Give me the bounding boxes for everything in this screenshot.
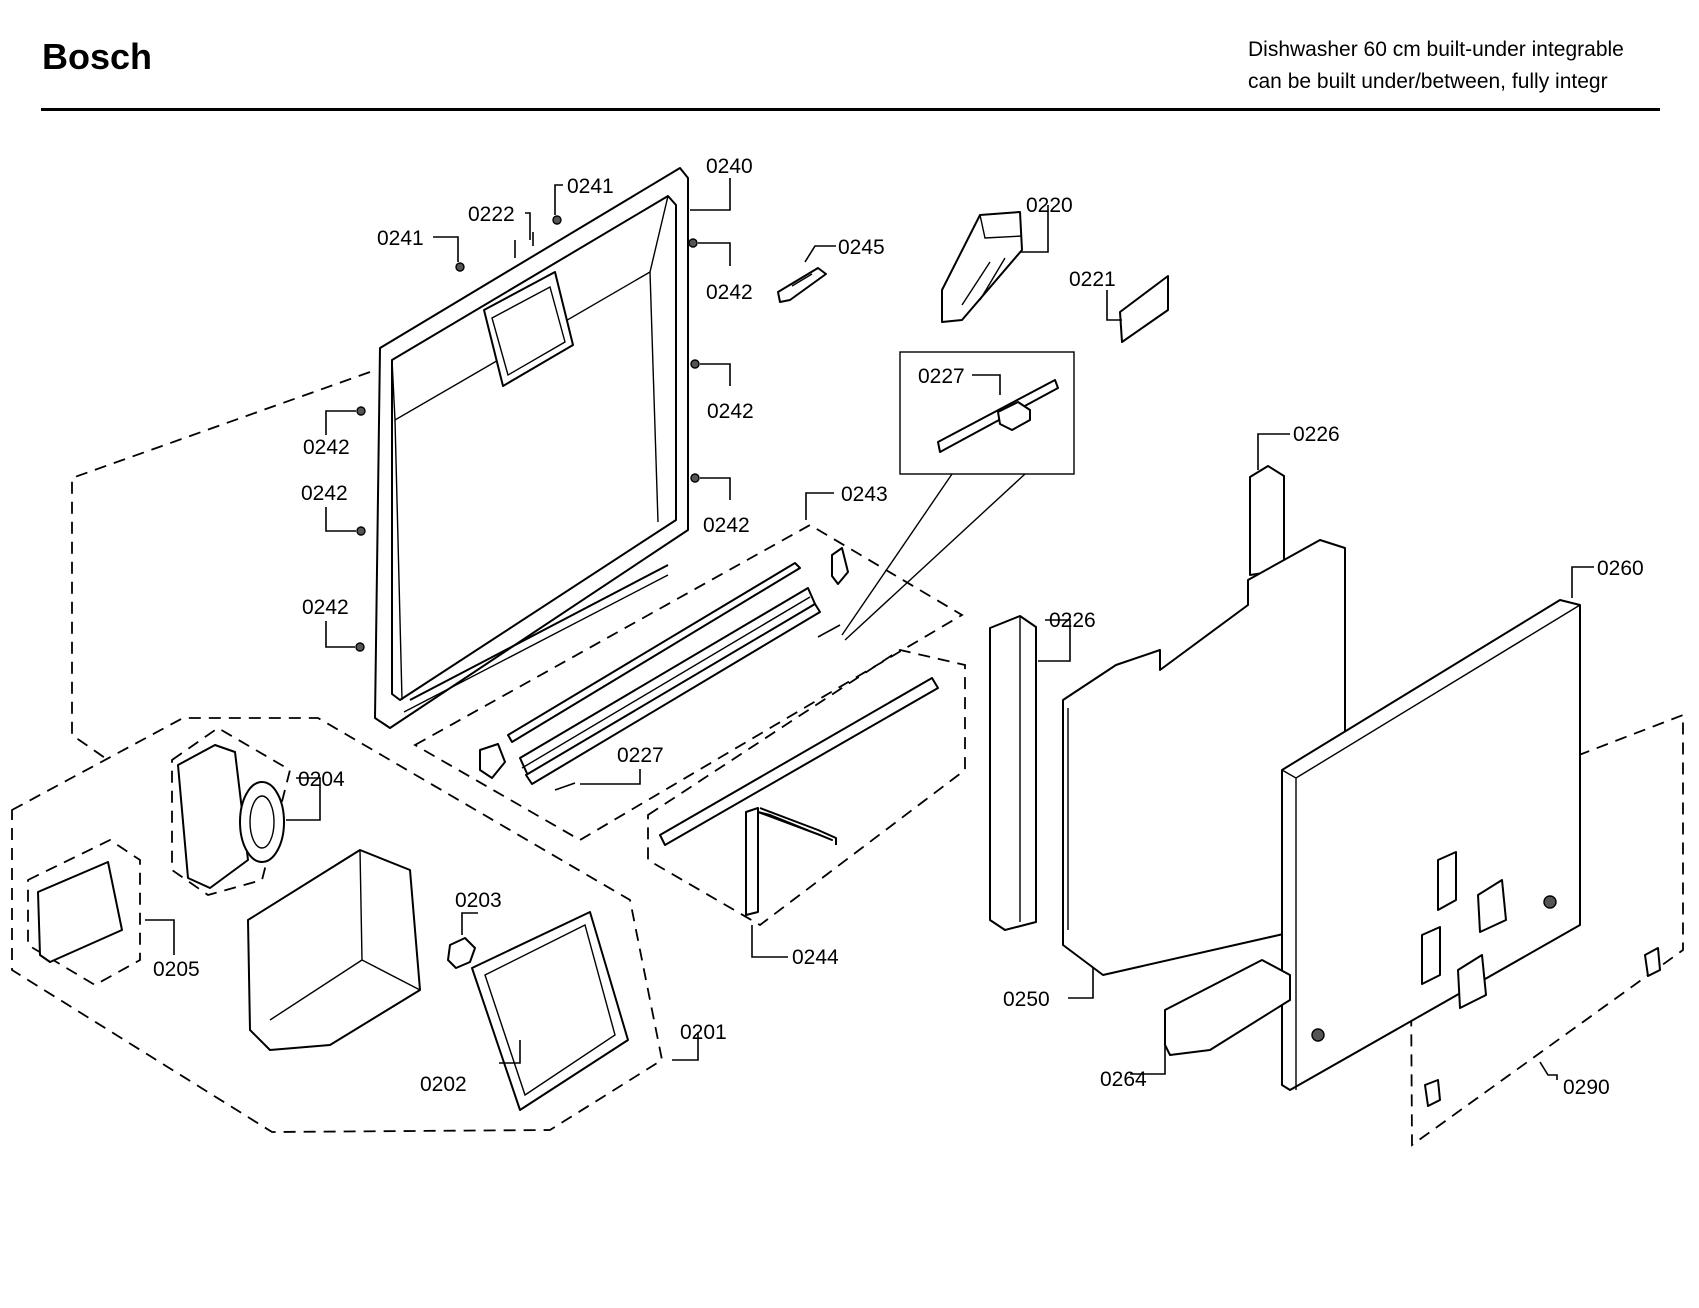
group-outlines	[11, 351, 1684, 1147]
callout-0204[interactable]: 0204	[298, 768, 345, 791]
brand-name: Bosch	[42, 36, 153, 77]
callout-0201[interactable]: 0201	[680, 1021, 727, 1044]
strip-group-0243	[413, 523, 964, 842]
part-0250-side-panel	[1062, 539, 1346, 976]
callout-0203[interactable]: 0203	[455, 889, 502, 912]
callout-0245[interactable]: 0245	[838, 236, 885, 259]
callout-0241-top[interactable]: 0241	[567, 175, 614, 198]
control-unit-parts	[37, 744, 629, 1111]
control-module	[247, 849, 421, 1051]
callout-0240[interactable]: 0240	[706, 155, 753, 178]
part-0221-label	[1119, 275, 1169, 343]
part-0260-front-panel	[1281, 599, 1581, 1091]
callout-0222[interactable]: 0222	[468, 203, 515, 226]
door-bottom-rail	[659, 677, 939, 916]
callout-0226-rear[interactable]: 0226	[1293, 423, 1340, 446]
callout-0227-detail[interactable]: 0227	[918, 365, 965, 388]
diagram-subtitle-line2: can be built under/between, fully integr	[1248, 70, 1608, 93]
callout-0264[interactable]: 0264	[1100, 1068, 1147, 1091]
callout-0221[interactable]: 0221	[1069, 268, 1116, 291]
callout-0242-l2[interactable]: 0242	[301, 482, 348, 505]
part-0205-panel	[37, 861, 123, 963]
control-group-outline	[11, 717, 664, 1133]
part-0204-gasket	[239, 781, 285, 863]
header-divider	[41, 108, 1660, 111]
part-0264-base-bracket	[1164, 959, 1291, 1056]
callout-0242-r2[interactable]: 0242	[707, 400, 754, 423]
callout-0243[interactable]: 0243	[841, 483, 888, 506]
callout-0290[interactable]: 0290	[1563, 1076, 1610, 1099]
part-0226-bar-front	[989, 615, 1037, 931]
callout-0250[interactable]: 0250	[1003, 988, 1050, 1011]
screws	[355, 215, 700, 652]
callout-leaders	[145, 178, 1594, 1080]
door-group-outline	[71, 371, 371, 761]
part-0220-bracket	[941, 211, 1023, 323]
panel-group-0290	[1409, 713, 1684, 1147]
part-0226-bar-rear	[1249, 465, 1285, 576]
door-bottom-strips	[479, 547, 849, 791]
part-0202-frame	[471, 911, 629, 1111]
part-0204-housing	[177, 744, 249, 889]
callout-0227-strip[interactable]: 0227	[617, 744, 664, 767]
callout-0226-front[interactable]: 0226	[1049, 609, 1096, 632]
callout-0260[interactable]: 0260	[1597, 557, 1644, 580]
diagram-subtitle-line1: Dishwasher 60 cm built-under integrable	[1248, 38, 1624, 61]
callout-0205[interactable]: 0205	[153, 958, 200, 981]
callout-0242-l1[interactable]: 0242	[303, 436, 350, 459]
callout-0241-left[interactable]: 0241	[377, 227, 424, 250]
callout-0242-l3[interactable]: 0242	[302, 596, 349, 619]
part-0227-detail-rod	[937, 379, 1059, 453]
door-opening-window	[483, 271, 574, 387]
panel-clips	[1421, 851, 1661, 1107]
callout-0242-r1[interactable]: 0242	[706, 281, 753, 304]
callout-0202[interactable]: 0202	[420, 1073, 467, 1096]
callout-labels: 0240 0241 0241 0222 0245 0220 0221 0242 …	[153, 155, 1644, 1099]
inner-door-frame	[374, 167, 689, 729]
callout-0242-r3[interactable]: 0242	[703, 514, 750, 537]
part-0203-clip	[447, 937, 476, 969]
control-subgroup-0205	[27, 838, 141, 987]
detail-box-0227	[899, 351, 1075, 475]
callout-0220[interactable]: 0220	[1026, 194, 1073, 217]
callout-0244[interactable]: 0244	[792, 946, 839, 969]
strip-group-0244	[647, 649, 966, 927]
part-0245-hinge	[777, 267, 827, 303]
